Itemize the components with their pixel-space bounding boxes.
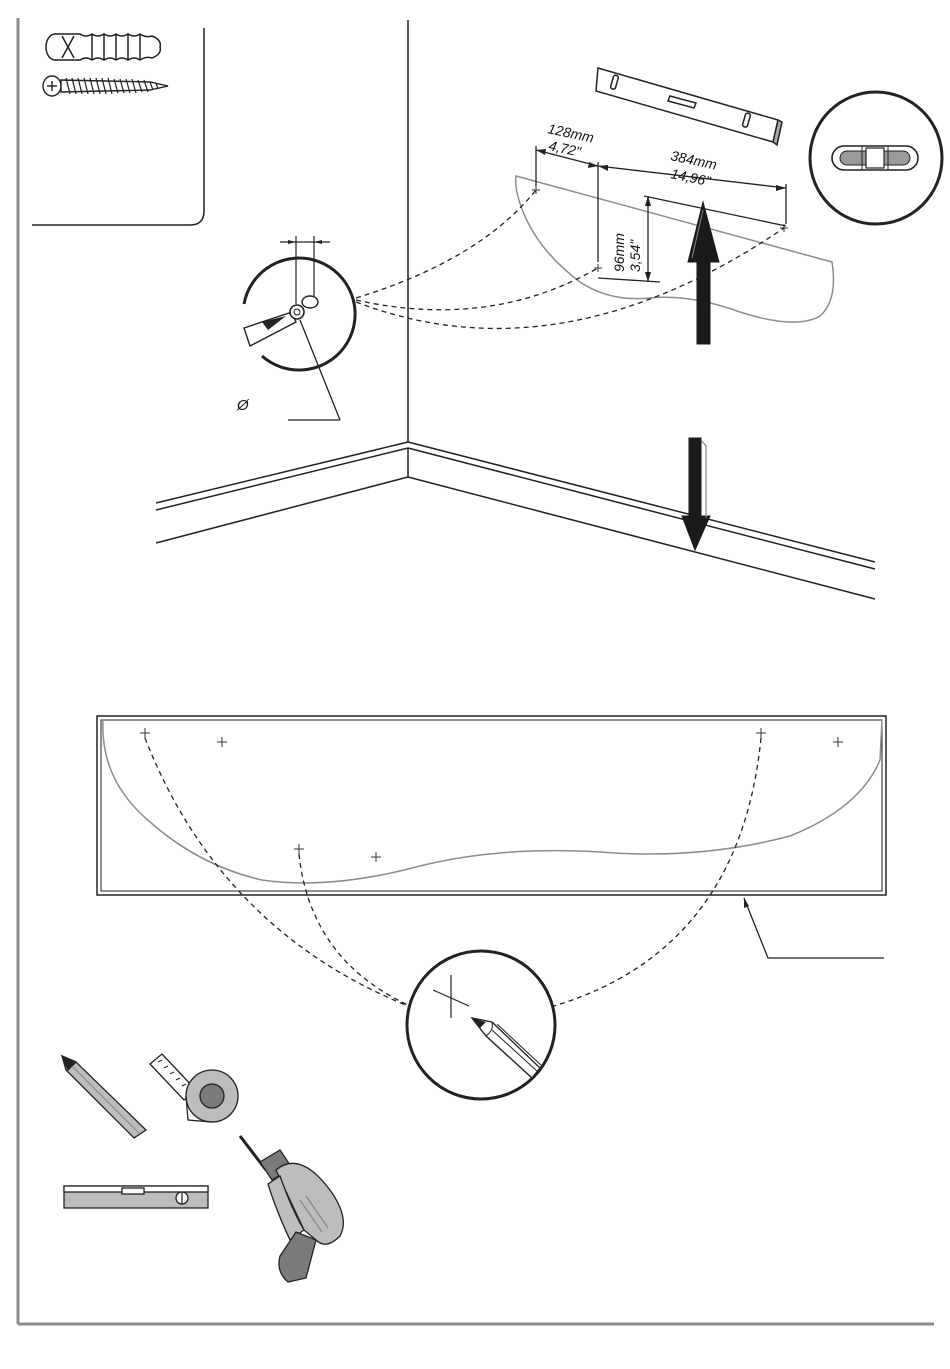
paper-template xyxy=(97,716,886,895)
drill-icon xyxy=(240,1136,343,1282)
dim-96-in: 3,54" xyxy=(627,239,643,272)
screw-icon xyxy=(43,76,168,96)
screwdriver-detail-icon xyxy=(244,236,355,420)
template-leader-arrow xyxy=(744,898,749,908)
spirit-level-tool-icon xyxy=(64,1186,208,1208)
bubble-detail-icon xyxy=(810,92,942,224)
page-frame xyxy=(18,18,934,1324)
pencil-detail-icon xyxy=(407,951,555,1099)
pencil-icon xyxy=(62,1056,146,1138)
down-arrow-highlight xyxy=(701,440,706,518)
spirit-level-icon xyxy=(596,68,782,145)
wall-plug-icon xyxy=(46,34,160,60)
template-leader xyxy=(744,898,884,958)
wall-corner xyxy=(156,20,875,599)
drill-diameter-symbol: Ø xyxy=(236,397,250,414)
dim-96-mm: 96mm xyxy=(611,233,627,272)
dashed-callouts-top xyxy=(356,190,784,328)
tape-measure-icon xyxy=(150,1054,238,1122)
dimension-lines xyxy=(536,146,786,282)
